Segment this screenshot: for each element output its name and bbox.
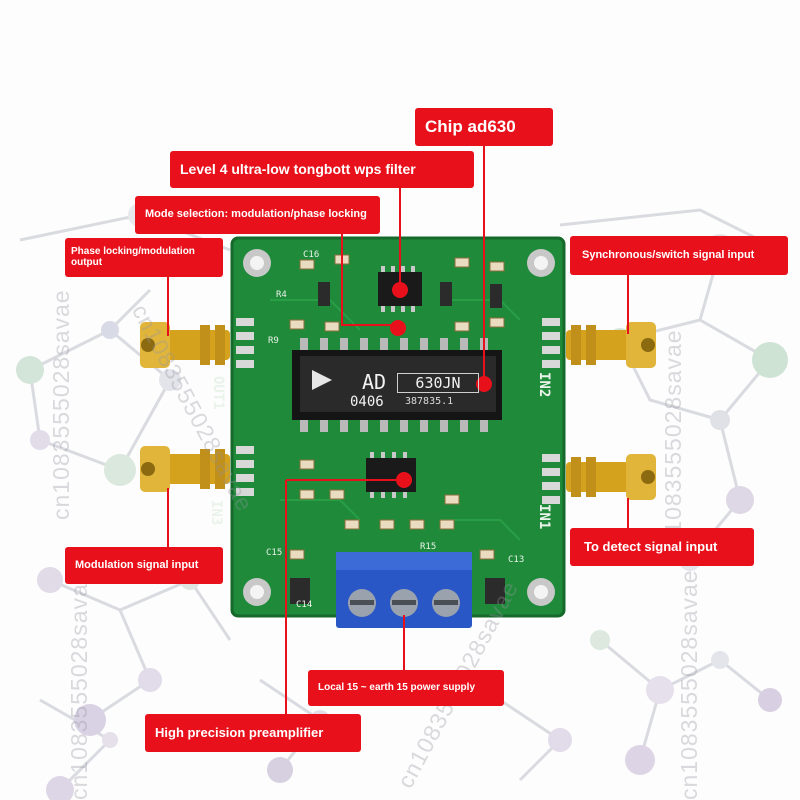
power-terminal-block	[336, 552, 472, 628]
silkscreen-in3: IN3	[208, 500, 224, 526]
sma-connector-in2	[566, 322, 656, 368]
chip-brand: AD	[362, 370, 387, 394]
silkscreen-c16: C16	[303, 250, 320, 260]
callout-leaders	[167, 145, 629, 714]
mounting-holes	[243, 249, 555, 606]
callout-sync-input: Synchronous/switch signal input	[570, 236, 788, 275]
callout-chip-ad630: Chip ad630	[415, 108, 553, 146]
callout-mode-selection: Mode selection: modulation/phase locking	[135, 196, 380, 234]
sma-connector-out1	[140, 322, 230, 368]
smd-components	[289, 254, 505, 560]
watermark: cn1083555028savae	[660, 329, 686, 560]
silkscreen-c14: C14	[296, 600, 313, 610]
silkscreen-in2: IN2	[536, 372, 552, 398]
watermark: cn1083555028savae	[66, 569, 92, 800]
silkscreen-r4: R4	[276, 290, 287, 300]
silkscreen-c15: C15	[266, 548, 283, 558]
sma-connector-in3	[140, 446, 230, 492]
chip-code-left: 0406	[350, 394, 384, 410]
chip-code-right: 387835.1	[405, 396, 454, 407]
silkscreen-r9: R9	[268, 336, 279, 346]
watermark: cn1083555028savae	[48, 289, 74, 520]
silkscreen-in1: IN1	[536, 504, 552, 530]
callout-modulation-input: Modulation signal input	[65, 547, 223, 584]
silkscreen-r15: R15	[420, 542, 437, 552]
callout-detect-input: To detect signal input	[570, 528, 754, 566]
callout-preamp: High precision preamplifier	[145, 714, 361, 752]
sma-connector-in1	[566, 454, 656, 500]
watermark: cn1083555028savae	[676, 569, 702, 800]
silkscreen-c13: C13	[508, 555, 525, 565]
adi-logo-icon	[312, 370, 332, 390]
ad630-chip	[292, 338, 502, 432]
callout-phase-output: Phase locking/modulation output	[65, 238, 223, 277]
callout-power-supply: Local 15 ~ earth 15 power supply	[308, 670, 504, 706]
chip-part: 630JN	[397, 373, 479, 393]
pcb-board	[232, 238, 564, 616]
callout-filter: Level 4 ultra-low tongbott wps filter	[170, 151, 474, 188]
silkscreen-out1: OUT1	[210, 376, 226, 410]
